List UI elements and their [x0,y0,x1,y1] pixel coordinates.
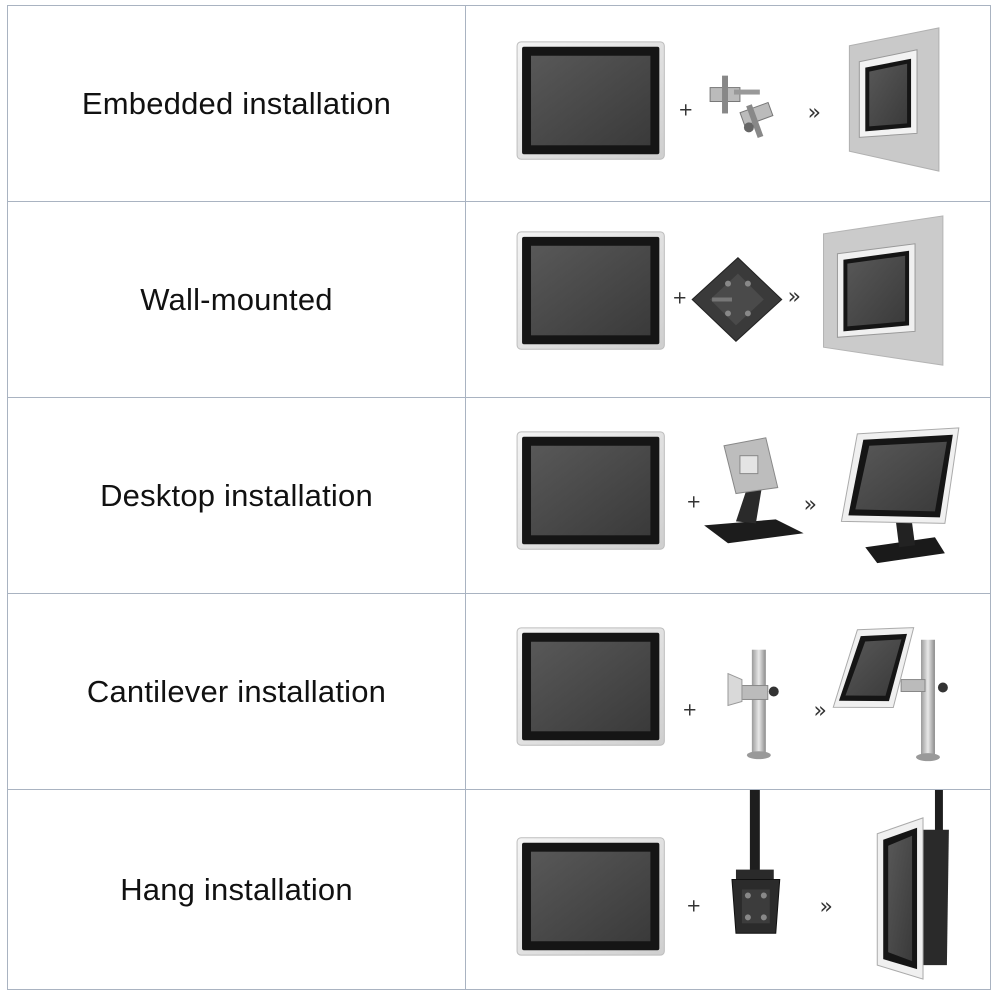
installation-row-wall-mounted: Wall-mounted + » [7,202,991,398]
installation-row-hang: Hang installation + » [7,790,991,990]
label-cell: Desktop installation [8,398,466,593]
monitor-on-wall-icon [823,215,944,366]
monitor-hanging-from-ceiling-icon [876,790,949,980]
plus-sign: + [686,895,701,916]
cantilever-pole-arm-icon [727,649,779,760]
installation-label: Hang installation [120,871,353,907]
desktop-stand-icon [704,437,804,544]
installation-label: Cantilever installation [86,673,387,709]
monitor-embedded-in-panel-icon [848,27,940,172]
label-cell: Cantilever installation [8,594,466,789]
label-cell: Hang installation [8,790,466,989]
installation-label: Wall-mounted [140,281,333,317]
monitor-icon [516,41,665,160]
installation-label: Embedded installation [81,85,392,121]
arrow-sign: » [808,100,821,125]
label-cell: Embedded installation [8,6,466,201]
embedded-clamp-brackets-icon [709,75,774,139]
monitor-icon [516,231,665,350]
illustration-cell: + » [466,594,990,789]
installation-row-desktop: Desktop installation + » [7,398,991,594]
illustration-cell: + » [466,790,990,989]
illustration-cell: + » [466,202,990,397]
plus-sign: + [686,491,701,512]
installation-row-cantilever: Cantilever installation + » [7,594,991,790]
arrow-sign: » [788,284,801,309]
ceiling-hang-bracket-icon [731,790,781,934]
arrow-sign: » [814,698,827,723]
plus-sign: + [678,99,693,120]
monitor-on-desktop-stand-icon [840,427,960,564]
illustration-cell: + » [466,6,990,201]
vesa-wall-bracket-icon [691,257,783,342]
plus-sign: + [682,699,697,720]
monitor-icon [516,431,665,550]
illustration-cell: + » [466,398,990,593]
monitor-icon [516,627,665,746]
installation-table: Embedded installation + » [7,5,991,993]
monitor-on-cantilever-arm-icon [832,627,948,762]
plus-sign: + [672,287,687,308]
label-cell: Wall-mounted [8,202,466,397]
monitor-icon [516,837,665,956]
arrow-sign: » [804,492,817,517]
installation-row-embedded: Embedded installation + » [7,6,991,202]
installation-label: Desktop installation [100,477,373,513]
arrow-sign: » [820,894,833,919]
